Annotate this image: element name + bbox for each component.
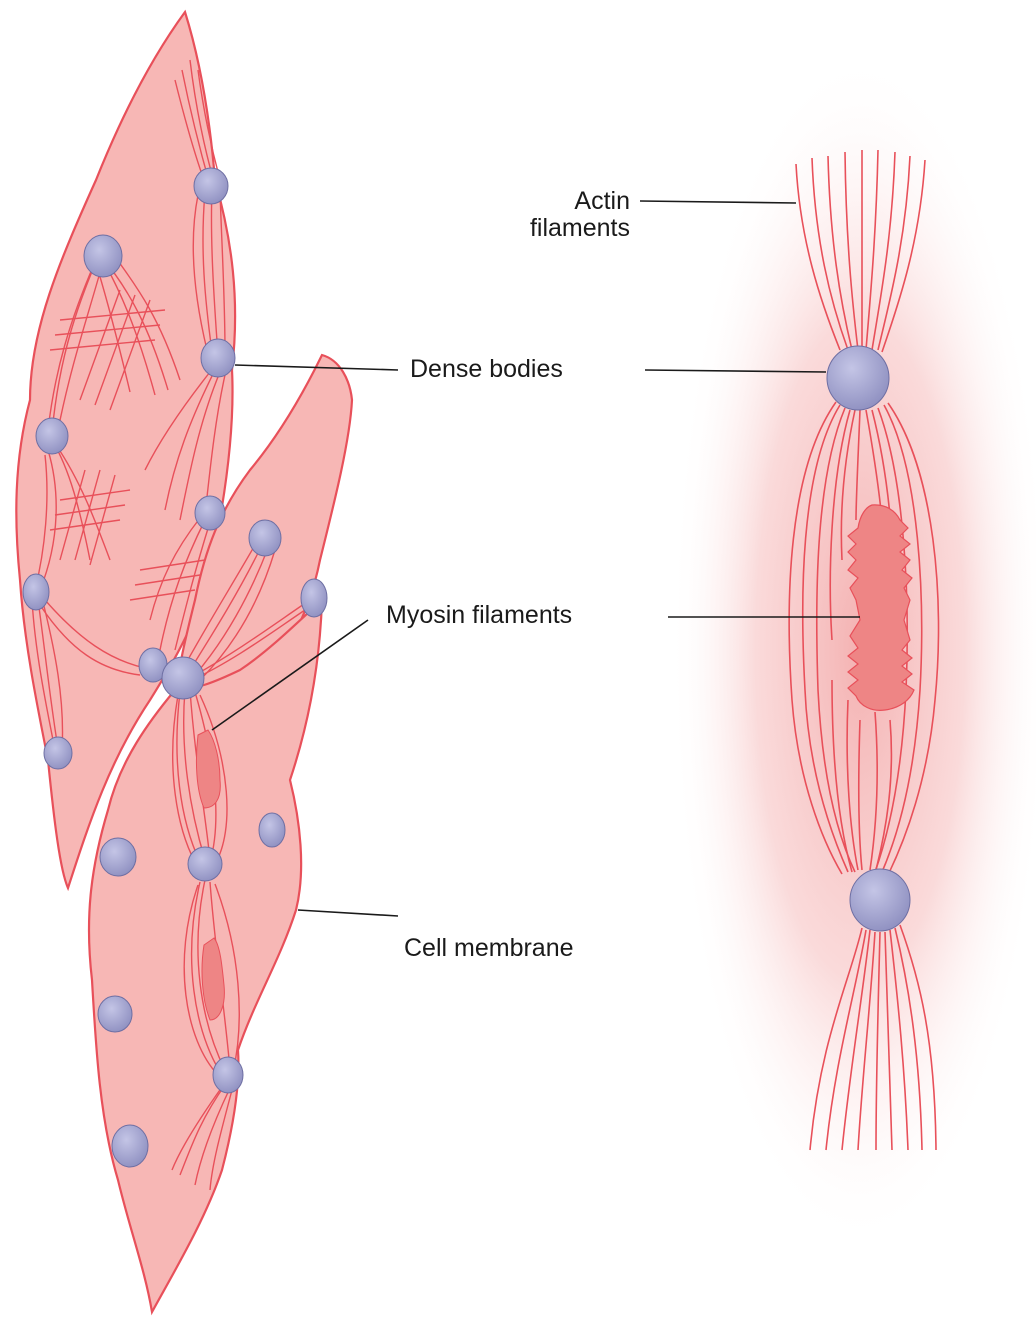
- label-cell-membrane: Cell membrane: [404, 935, 574, 962]
- filament-unit: [670, 50, 1036, 1250]
- leader-membrane: [298, 910, 398, 916]
- cell-cluster: [16, 12, 352, 1312]
- right-dense-body-bottom: [850, 869, 910, 931]
- right-dense-body-top: [827, 346, 889, 410]
- label-actin-line2: filaments: [470, 215, 630, 242]
- label-actin-filaments: Actin filaments: [470, 188, 630, 242]
- unit-glow: [670, 50, 1036, 1250]
- label-actin-line1: Actin: [470, 188, 630, 215]
- label-dense-bodies: Dense bodies: [410, 356, 563, 383]
- label-myosin-filaments: Myosin filaments: [386, 602, 572, 629]
